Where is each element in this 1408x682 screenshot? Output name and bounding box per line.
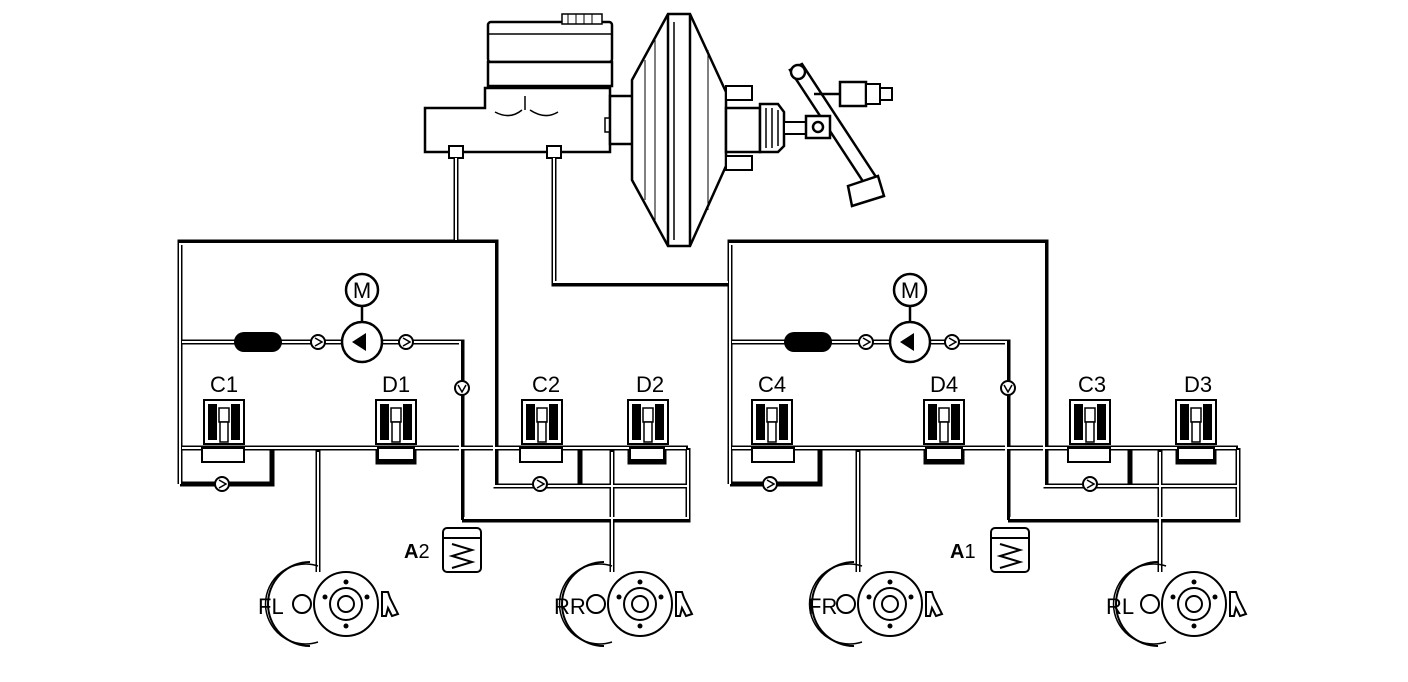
brake-pedal [788, 62, 893, 208]
valve-c1 [203, 399, 245, 445]
svg-text:M: M [353, 278, 371, 303]
left-hydraulic-unit: M C1 D1 C2 D2 A2 FL RR [201, 272, 693, 647]
label-c1: C1 [210, 372, 238, 397]
label-d3: D3 [1184, 372, 1212, 397]
label-d1: D1 [382, 372, 410, 397]
valve-c3 [1069, 399, 1111, 445]
label-rr: RR [554, 594, 586, 619]
label-fr: FR [808, 594, 837, 619]
label-c2: C2 [532, 372, 560, 397]
pump-motor [892, 272, 928, 308]
label-c3: C3 [1078, 372, 1106, 397]
right-hydraulic-unit: M C4 D4 C3 D3 A1 FR RL [751, 272, 1247, 647]
svg-text:M: M [901, 278, 919, 303]
label-a1: A1 [950, 541, 976, 563]
label-fl: FL [258, 594, 284, 619]
pump: M [888, 272, 932, 364]
valve-d1 [375, 399, 417, 445]
valve-c4 [751, 399, 793, 445]
accumulator-a2 [442, 527, 482, 573]
pump: M [340, 272, 384, 364]
valve-c2 [521, 399, 563, 445]
wheel-fl [264, 561, 399, 647]
damper [784, 332, 832, 352]
label-rl: RL [1106, 594, 1134, 619]
pump-motor [344, 272, 380, 308]
brake-booster [630, 12, 807, 248]
hydraulic-lines [177, 158, 1241, 572]
label-a2: A2 [404, 541, 430, 563]
valve-d2 [627, 399, 669, 445]
accumulator-a1 [990, 527, 1030, 573]
hydraulic-lines-inner [179, 158, 1239, 572]
damper [234, 332, 282, 352]
label-d4: D4 [930, 372, 958, 397]
valve-d4 [923, 399, 965, 445]
master-cylinder [423, 13, 636, 159]
label-d2: D2 [636, 372, 664, 397]
valve-d3 [1175, 399, 1217, 445]
label-c4: C4 [758, 372, 786, 397]
